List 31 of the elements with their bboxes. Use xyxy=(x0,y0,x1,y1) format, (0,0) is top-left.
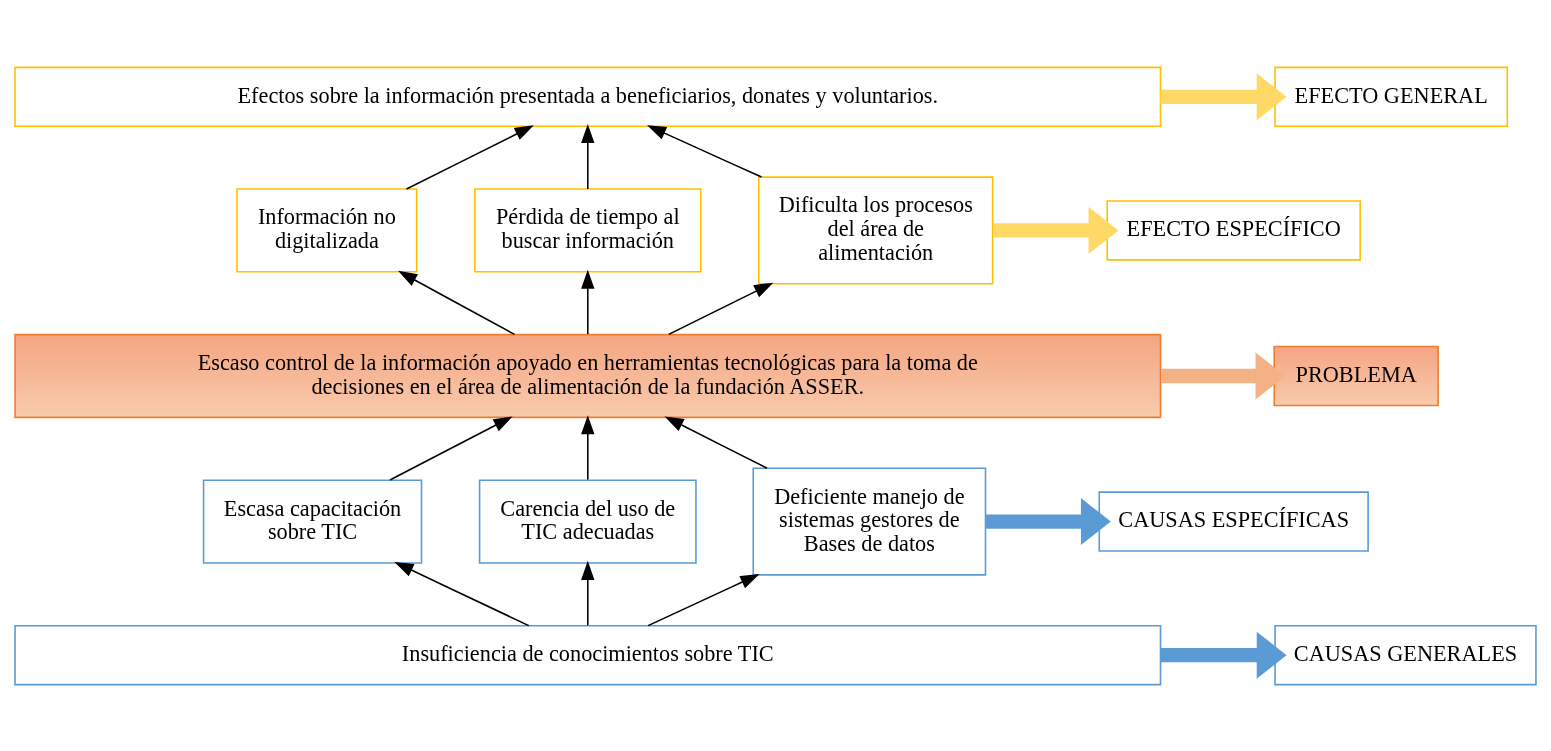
node-box: Insuficiencia de conocimientos sobre TIC xyxy=(14,624,1162,685)
node-box: Información no digitalizada xyxy=(236,187,418,273)
arrow xyxy=(1160,631,1287,679)
arrow xyxy=(581,269,595,335)
node-box: EFECTO GENERAL xyxy=(1274,66,1509,127)
arrow xyxy=(581,414,595,480)
node-box: Dificulta los procesos del área de alimentación xyxy=(758,175,994,285)
node-box: CAUSAS GENERALES xyxy=(1274,624,1537,685)
arrow xyxy=(581,560,595,626)
arrow xyxy=(664,415,768,469)
node-box: Carencia del uso de TIC adecuadas xyxy=(478,478,697,564)
arrow xyxy=(394,561,530,626)
node-box: Escaso control de la información apoyado en herramientas tecnológicas para la toma de decisiones en el área de alimentación de la fundación ASSER. xyxy=(14,333,1162,418)
node-box: CAUSAS ESPECÍFICAS xyxy=(1098,490,1369,552)
node-box: PROBLEMA xyxy=(1273,345,1439,406)
arrow xyxy=(1160,72,1287,120)
arrow xyxy=(1161,352,1286,399)
arrow xyxy=(405,124,534,190)
arrow xyxy=(389,415,513,481)
node-box: EFECTO ESPECÍFICO xyxy=(1106,199,1361,261)
arrow xyxy=(647,573,760,626)
node-box: Pérdida de tiempo al buscar información xyxy=(474,187,702,273)
arrow xyxy=(398,270,516,335)
node-box: Deficiente manejo de sistemas gestores de Bases de datos xyxy=(752,466,987,576)
arrow xyxy=(581,123,595,190)
arrow xyxy=(647,124,763,178)
arrow xyxy=(667,282,774,335)
arrow xyxy=(993,206,1119,254)
arrow xyxy=(986,497,1111,545)
node-box: Efectos sobre la información presentada a beneficiarios, donates y voluntarios. xyxy=(14,66,1162,127)
node-box: Escasa capacitación sobre TIC xyxy=(202,478,423,564)
